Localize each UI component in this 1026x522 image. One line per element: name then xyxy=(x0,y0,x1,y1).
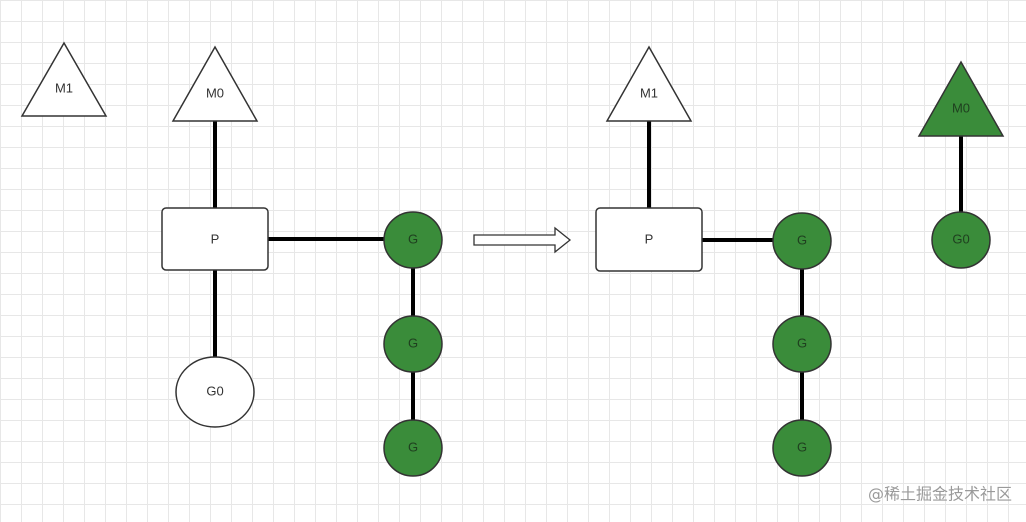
goroutine-circle xyxy=(175,356,255,428)
thread-label: M1 xyxy=(55,80,73,95)
thread-triangle-shape xyxy=(171,45,259,122)
goroutine-circle xyxy=(772,212,832,270)
right-processor-p: P xyxy=(595,207,703,272)
goroutine-label: G0 xyxy=(952,231,969,246)
right-queue-goroutine-1: G xyxy=(772,212,832,270)
right-queue-goroutine-3: G xyxy=(772,419,832,477)
goroutine-label: G xyxy=(408,231,418,246)
goroutine-label: G xyxy=(408,335,418,350)
right-queue-goroutine-2: G xyxy=(772,315,832,373)
thread-label: M0 xyxy=(206,85,224,100)
left-current-goroutine-g0: G0 xyxy=(175,356,255,428)
goroutine-circle xyxy=(383,315,443,373)
left-queue-goroutine-3: G xyxy=(383,419,443,477)
goroutine-circle xyxy=(383,419,443,477)
goroutine-label: G0 xyxy=(206,383,223,398)
goroutine-circle xyxy=(931,211,991,269)
left-queue-goroutine-2: G xyxy=(383,315,443,373)
thread-label: M0 xyxy=(952,100,970,115)
goroutine-circle xyxy=(772,419,832,477)
left-idle-thread-m1: M1 xyxy=(20,41,108,117)
goroutine-label: G xyxy=(797,232,807,247)
right-detached-goroutine-g0: G0 xyxy=(931,211,991,269)
goroutine-label: G xyxy=(797,439,807,454)
right-bound-thread-m1: M1 xyxy=(605,45,693,122)
hollow-arrow-right-icon xyxy=(473,226,572,254)
right-detached-thread-m0: M0 xyxy=(917,60,1005,137)
thread-triangle-shape xyxy=(605,45,693,122)
goroutine-label: G xyxy=(408,439,418,454)
goroutine-circle xyxy=(772,315,832,373)
thread-label: M1 xyxy=(640,85,658,100)
processor-label: P xyxy=(211,231,220,246)
processor-label: P xyxy=(645,231,654,246)
left-queue-goroutine-1: G xyxy=(383,211,443,269)
processor-box xyxy=(161,207,269,271)
left-processor-p: P xyxy=(161,207,269,271)
goroutine-label: G xyxy=(797,335,807,350)
thread-triangle-shape xyxy=(917,60,1005,137)
processor-box xyxy=(595,207,703,272)
thread-triangle-shape xyxy=(20,41,108,117)
left-running-thread-m0: M0 xyxy=(171,45,259,122)
goroutine-circle xyxy=(383,211,443,269)
watermark-text: @稀土掘金技术社区 xyxy=(868,485,1012,504)
